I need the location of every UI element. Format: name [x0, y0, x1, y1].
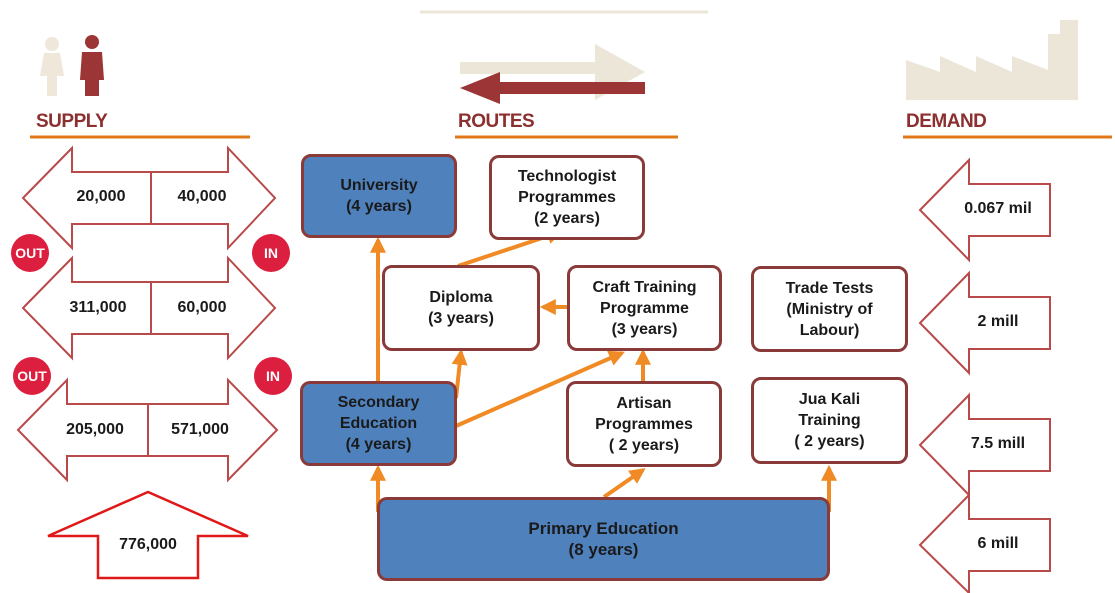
technologist-programmes-node: Technologist Programmes (2 years) — [489, 155, 645, 240]
demand-value-3: 7.5 mill — [970, 435, 1026, 452]
routes-header: ROUTES — [458, 111, 535, 132]
trade-tests-node: Trade Tests (Ministry of Labour) — [751, 266, 908, 352]
supply-in-value-2: 60,000 — [177, 299, 227, 316]
supply-out-value-3: 205,000 — [66, 421, 124, 438]
craft-training-node: Craft Training Programme (3 years) — [567, 265, 722, 351]
out-badge-1: OUT — [11, 234, 49, 272]
out-badge-2: OUT — [13, 357, 51, 395]
secondary-education-node: Secondary Education (4 years) — [300, 381, 457, 466]
in-badge-2: IN — [254, 357, 292, 395]
arrow-primary-artisan — [602, 468, 646, 499]
supply-total-arrow — [47, 490, 249, 580]
male-person-icon — [80, 35, 104, 96]
arrow-secondary-craft — [455, 350, 625, 428]
female-person-icon — [40, 37, 64, 96]
demand-header: DEMAND — [906, 111, 987, 132]
supply-total-value: 776,000 — [119, 536, 177, 553]
demand-arrow-4 — [918, 492, 1051, 593]
jua-kali-training-node: Jua Kali Training ( 2 years) — [751, 377, 908, 464]
primary-education-node: Primary Education (8 years) — [377, 497, 830, 581]
demand-value-1: 0.067 mil — [964, 200, 1032, 217]
supply-out-value-2: 311,000 — [69, 299, 127, 316]
supply-double-arrow-2 — [21, 255, 277, 361]
demand-arrow-3 — [918, 392, 1051, 498]
demand-arrow-2 — [918, 270, 1051, 376]
supply-in-value-3: 571,000 — [171, 421, 229, 438]
supply-in-value-1: 40,000 — [177, 188, 227, 205]
two-way-arrows-icon — [460, 44, 645, 104]
supply-out-value-1: 20,000 — [76, 188, 126, 205]
supply-double-arrow-1 — [21, 145, 277, 251]
supply-header: SUPPLY — [36, 111, 108, 132]
demand-value-2: 2 mill — [977, 313, 1019, 330]
artisan-programmes-node: Artisan Programmes ( 2 years) — [566, 381, 722, 467]
in-badge-1: IN — [252, 234, 290, 272]
demand-value-4: 6 mill — [977, 535, 1019, 552]
factory-icon — [906, 20, 1078, 100]
university-node: University (4 years) — [301, 154, 457, 238]
diploma-node: Diploma (3 years) — [382, 265, 540, 351]
demand-arrow-1 — [918, 157, 1051, 263]
